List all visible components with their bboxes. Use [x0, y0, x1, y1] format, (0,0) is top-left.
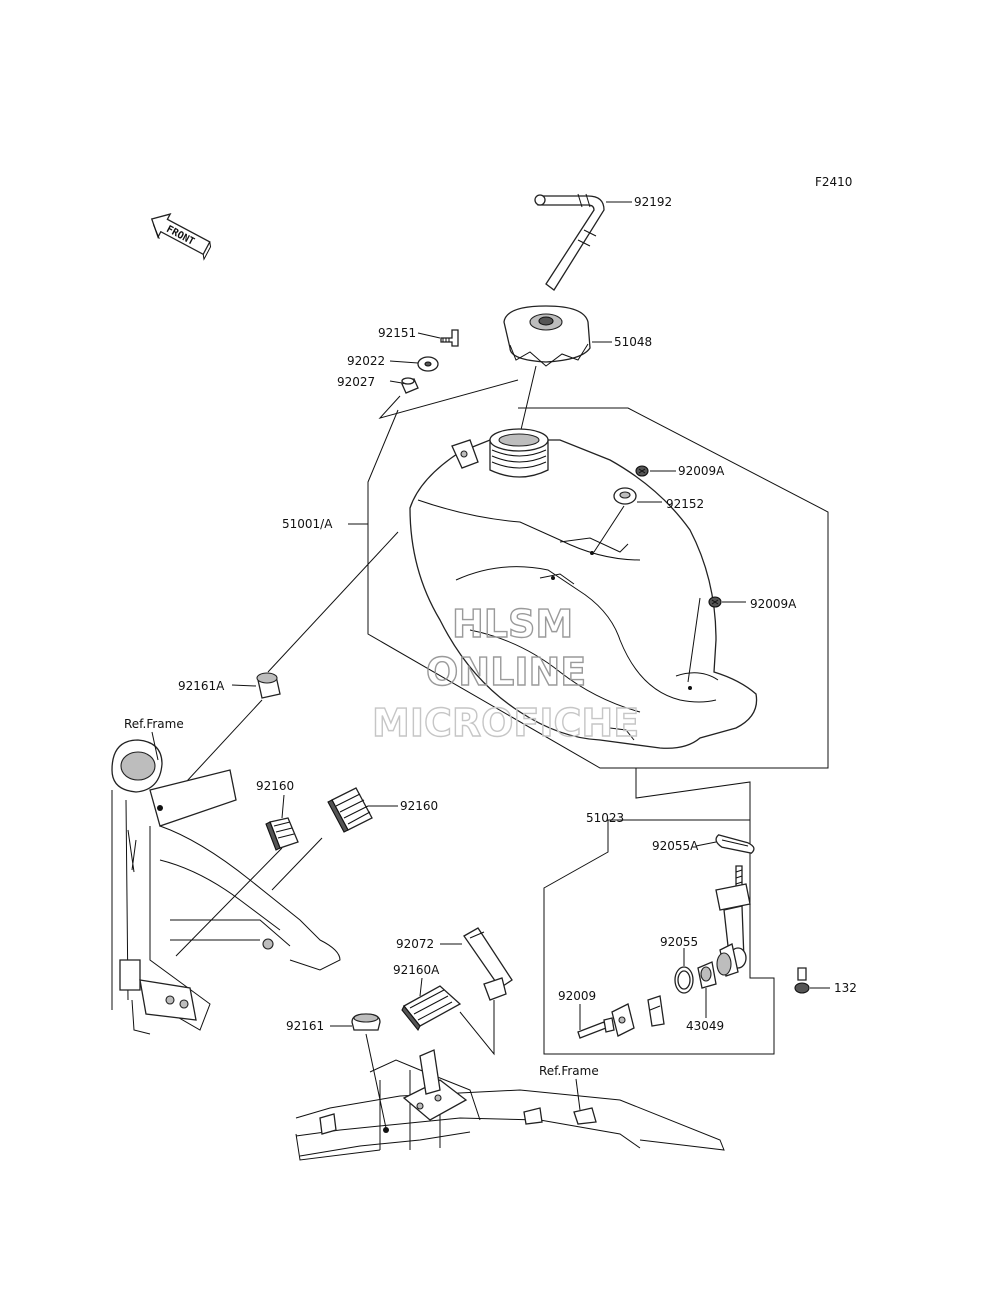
pad-92160-small	[265, 817, 299, 851]
watermark-line-3: MICROFICHE	[372, 701, 639, 745]
ref-frame-1: Ref.Frame	[124, 717, 184, 731]
ref-frame-2: Ref.Frame	[539, 1064, 599, 1078]
fuel-tank	[409, 428, 758, 749]
watermark-line-2: ONLINE	[426, 650, 586, 694]
diagram-code: F2410	[815, 175, 852, 189]
part-132: 132	[834, 981, 857, 995]
front-arrow-icon: FRONT	[150, 213, 212, 261]
part-43049: 43049	[686, 1019, 724, 1033]
part-92160a: 92160A	[393, 963, 440, 977]
part-92009a-2: 92009A	[750, 597, 797, 611]
part-92161a: 92161A	[178, 679, 225, 693]
collar-92027	[401, 377, 419, 394]
watermark: HLSM ONLINE MICROFICHE	[371, 601, 640, 745]
part-51001-a: 51001/A	[282, 517, 333, 531]
bolt-92151	[440, 329, 459, 347]
breather-hose	[534, 193, 605, 291]
cushion-92161a	[256, 672, 281, 699]
part-92055a: 92055A	[652, 839, 699, 853]
part-51048: 51048	[614, 335, 652, 349]
bolt-92009a-top	[635, 465, 649, 477]
frame-rear-section	[295, 1049, 725, 1161]
fuel-cap	[503, 305, 591, 367]
part-92161: 92161	[286, 1019, 324, 1033]
part-92151: 92151	[378, 326, 416, 340]
lever-plate	[611, 995, 665, 1037]
part-92022: 92022	[347, 354, 385, 368]
petcock-valve	[715, 865, 751, 977]
grommet-92152	[613, 487, 637, 505]
pad-92160-large	[327, 787, 373, 833]
cushion-92161	[351, 1013, 381, 1031]
screw-92009	[577, 1017, 615, 1039]
part-92152: 92152	[666, 497, 704, 511]
gasket-92055a	[715, 834, 755, 854]
part-92192: 92192	[634, 195, 672, 209]
part-92160-1: 92160	[256, 779, 294, 793]
part-92009: 92009	[558, 989, 596, 1003]
part-92055: 92055	[660, 935, 698, 949]
bolt-92009a-side	[708, 596, 722, 608]
frame-front-section	[111, 739, 341, 1035]
bolt-132	[794, 967, 810, 994]
part-92160-2: 92160	[400, 799, 438, 813]
pad-92160a	[401, 985, 462, 1032]
part-92009a-1: 92009A	[678, 464, 725, 478]
watermark-line-1: HLSM	[452, 602, 573, 646]
part-92072: 92072	[396, 937, 434, 951]
strap-92072	[463, 927, 513, 1001]
part-51023: 51023	[586, 811, 624, 825]
part-92027: 92027	[337, 375, 375, 389]
washer-43049	[697, 961, 717, 989]
